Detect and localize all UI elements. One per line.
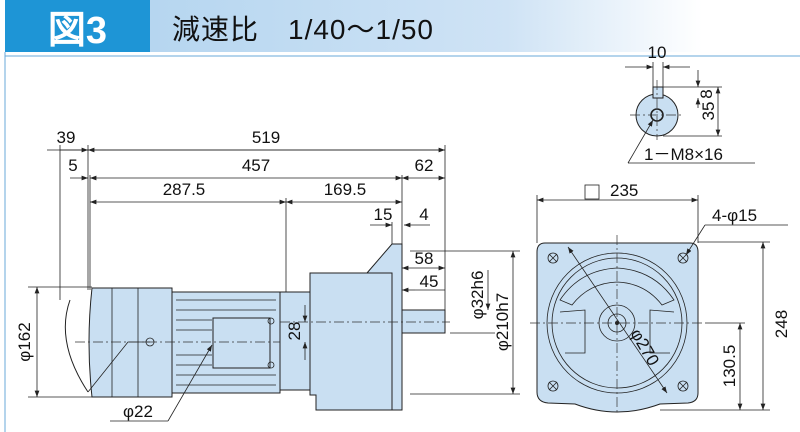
terminal-box: [212, 317, 271, 369]
dim-5: 5: [68, 156, 77, 175]
dim-15: 15: [374, 205, 393, 224]
side-view: [64, 243, 450, 411]
dim-287-5: 287.5: [163, 180, 206, 199]
dim-phi22: φ22: [123, 402, 153, 421]
figure-label: 図3: [5, 0, 150, 52]
dim-28: 28: [285, 322, 304, 341]
dim-169-5: 169.5: [324, 180, 367, 199]
output-shaft: [401, 309, 446, 334]
dim-phi32h6: φ32h6: [468, 271, 487, 320]
dim-519: 519: [252, 128, 280, 147]
dim-phi210h7: φ210h7: [493, 293, 512, 351]
dim-45: 45: [420, 272, 439, 291]
front-view: [530, 235, 705, 415]
dim-58: 58: [415, 249, 434, 268]
mount-holes: [547, 252, 689, 392]
dim-8: 8: [697, 89, 716, 98]
dim-130-5: 130.5: [720, 345, 739, 388]
dim-10: 10: [648, 43, 667, 62]
dim-248: 248: [772, 310, 791, 338]
dim-457: 457: [242, 156, 270, 175]
dim-4: 4: [419, 205, 428, 224]
dim-235: 235: [610, 181, 638, 200]
page-title: 減速比 1/40〜1/50: [172, 14, 434, 45]
frame: [4, 52, 800, 432]
tap-note: 1－M8×16: [644, 145, 723, 164]
dim-39: 39: [57, 128, 76, 147]
dim-phi162: φ162: [15, 322, 34, 361]
header-band: [150, 0, 800, 52]
dim-35: 35: [699, 102, 718, 121]
holes-note: 4-φ15: [712, 206, 757, 225]
gearbox: [309, 272, 393, 411]
fan-cover: [88, 287, 173, 398]
dim-62: 62: [415, 156, 434, 175]
shaft-end-view: [625, 62, 755, 164]
